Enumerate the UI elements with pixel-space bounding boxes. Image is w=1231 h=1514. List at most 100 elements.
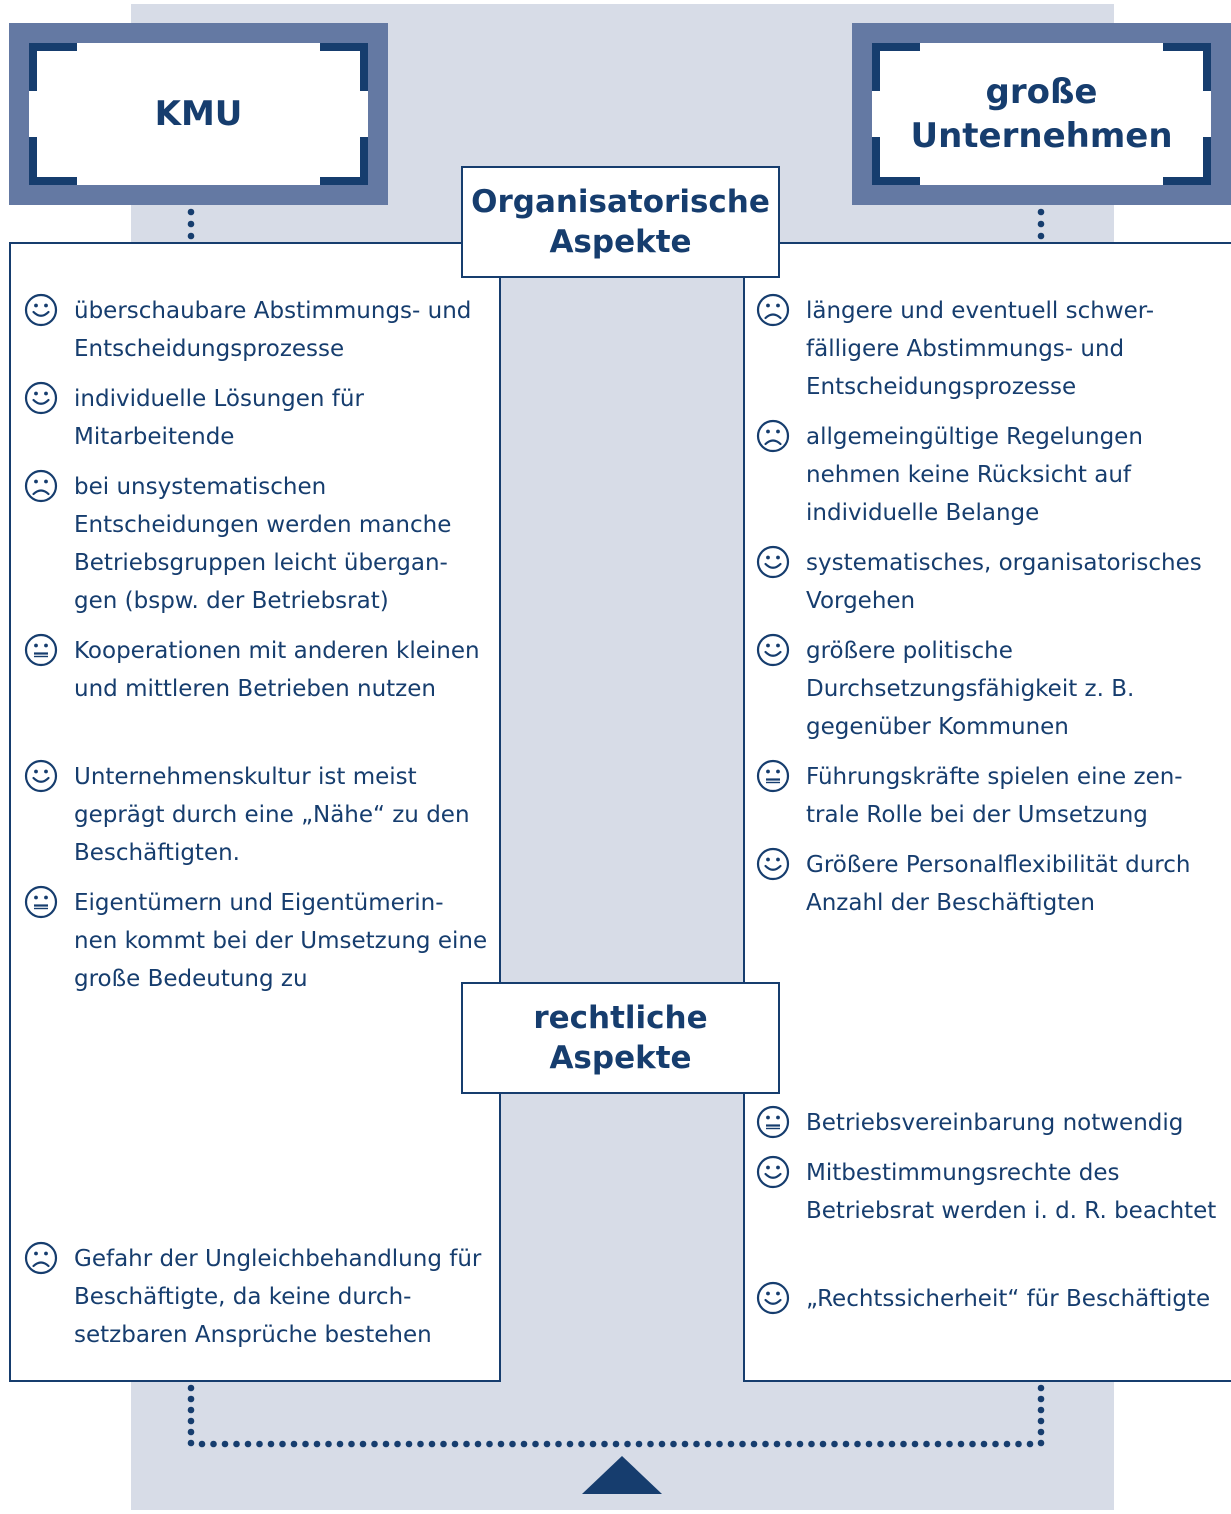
connector-dot: [1037, 1428, 1045, 1436]
connector-dot: [1037, 208, 1045, 216]
large-company-title: große Unternehmen: [910, 72, 1173, 156]
connector-dot: [187, 1428, 195, 1436]
smiley-happy-icon: [756, 847, 790, 881]
list-item: allgemeingültige Regelungen nehmen keine…: [756, 418, 1228, 532]
connector-dot: [1026, 1440, 1034, 1448]
connector-dot: [474, 1440, 482, 1448]
bracket-corner: [1163, 137, 1211, 185]
bracket-corner: [1163, 43, 1211, 91]
bracket-corner: [320, 43, 368, 91]
connector-dot: [244, 1440, 252, 1448]
connector-dot: [865, 1440, 873, 1448]
large-company-header: große Unternehmen: [852, 23, 1231, 205]
connector-dot: [543, 1440, 551, 1448]
connector-dot: [934, 1440, 942, 1448]
connector-dot: [1015, 1440, 1022, 1448]
list-item: Eigentümern und Eigentümerin- nen kommt …: [24, 884, 494, 998]
connector-dot: [854, 1440, 861, 1448]
legal-aspects-label: rechtliche Aspekte: [461, 982, 780, 1094]
list-item-text: Größere Personalflexibilität durch Anzah…: [806, 852, 1191, 916]
list-item: längere und eventuell schwer- fälligere …: [756, 292, 1228, 406]
list-item: Kooperationen mit anderen kleinen und mi…: [24, 632, 494, 708]
smiley-happy-icon: [24, 759, 58, 793]
connector-dot: [210, 1440, 217, 1448]
list-item-text: Betriebsvereinbarung notwendig: [806, 1110, 1184, 1136]
list-item-text: Unternehmenskultur ist meist geprägt dur…: [74, 764, 470, 866]
bracket-corner: [29, 43, 77, 91]
connector-dot: [1037, 1439, 1045, 1447]
smiley-neutral-icon: [756, 759, 790, 793]
smiley-sad-icon: [24, 469, 58, 503]
connector-dot: [980, 1440, 988, 1448]
list-item: Unternehmenskultur ist meist geprägt dur…: [24, 758, 494, 872]
list-item: überschaubare Abstimmungs- und Entscheid…: [24, 292, 494, 368]
list-item-text: „Rechtssicherheit“ für Beschäftigte: [806, 1286, 1211, 1312]
connector-dot: [635, 1440, 643, 1448]
connector-dot: [693, 1440, 700, 1448]
connector-dot: [888, 1440, 896, 1448]
list-item-text: längere und eventuell schwer- fälligere …: [806, 298, 1155, 400]
connector-dot: [601, 1440, 608, 1448]
connector-dot: [325, 1440, 332, 1448]
connector-dot: [532, 1440, 539, 1448]
list-item-text: größere politische Durchsetzungsfähigkei…: [806, 638, 1135, 740]
connector-dot: [670, 1440, 677, 1448]
connector-dot: [911, 1440, 919, 1448]
connector-dot: [969, 1440, 976, 1448]
list-item-text: allgemeingültige Regelungen nehmen keine…: [806, 424, 1143, 526]
organizational-aspects-label: Organisatorische Aspekte: [461, 166, 780, 278]
connector-dot: [187, 220, 195, 228]
connector-dot: [382, 1440, 390, 1448]
list-item: Mitbestimmungsrechte des Betriebsrat wer…: [756, 1154, 1228, 1230]
bracket-corner: [872, 137, 920, 185]
list-item-text: überschaubare Abstimmungs- und Entscheid…: [74, 298, 472, 362]
list-item-text: Kooperationen mit anderen kleinen und mi…: [74, 638, 480, 702]
connector-dot: [612, 1440, 620, 1448]
smiley-neutral-icon: [24, 633, 58, 667]
connector-dot: [946, 1440, 953, 1448]
connector-dot: [727, 1440, 735, 1448]
list-item: „Rechtssicherheit“ für Beschäftigte: [756, 1280, 1228, 1318]
connector-dot: [520, 1440, 528, 1448]
connector-dot: [923, 1440, 930, 1448]
connector-dot: [451, 1440, 459, 1448]
connector-dot: [463, 1440, 470, 1448]
connector-dot: [624, 1440, 631, 1448]
list-item: systematisches, organisatorisches Vorgeh…: [756, 544, 1228, 620]
connector-dot: [486, 1440, 493, 1448]
list-item: bei unsystematischen Entscheidungen werd…: [24, 468, 494, 620]
pivot-triangle: [582, 1456, 662, 1494]
connector-dot: [566, 1440, 574, 1448]
connector-dot: [440, 1440, 447, 1448]
bracket-corner: [29, 137, 77, 185]
connector-dot: [716, 1440, 723, 1448]
smiley-happy-icon: [756, 633, 790, 667]
bracket-corner: [872, 43, 920, 91]
list-item: Betriebsvereinbarung notwendig: [756, 1104, 1228, 1142]
connector-dot: [267, 1440, 275, 1448]
smiley-neutral-icon: [756, 1105, 790, 1139]
dotted-connector: [187, 208, 1045, 1448]
connector-dot: [187, 208, 195, 216]
connector-dot: [647, 1440, 654, 1448]
smiley-happy-icon: [756, 1281, 790, 1315]
smiley-happy-icon: [756, 1155, 790, 1189]
connector-dot: [187, 232, 195, 240]
connector-dot: [785, 1440, 792, 1448]
connector-dot: [900, 1440, 907, 1448]
smiley-sad-icon: [756, 419, 790, 453]
connector-dot: [750, 1440, 758, 1448]
connector-dot: [681, 1440, 689, 1448]
connector-dot: [302, 1440, 309, 1448]
connector-dot: [336, 1440, 344, 1448]
kmu-header-inner: KMU: [29, 43, 368, 185]
connector-dot: [1037, 1395, 1045, 1403]
list-item-text: bei unsystematischen Entscheidungen werd…: [74, 474, 452, 614]
smiley-sad-icon: [756, 293, 790, 327]
connector-dot: [279, 1440, 286, 1448]
list-item-text: systematisches, organisatorisches Vorgeh…: [806, 550, 1202, 614]
connector-dot: [256, 1440, 263, 1448]
list-item-text: Führungskräfte spielen eine zen- trale R…: [806, 764, 1183, 828]
connector-dot: [842, 1440, 850, 1448]
